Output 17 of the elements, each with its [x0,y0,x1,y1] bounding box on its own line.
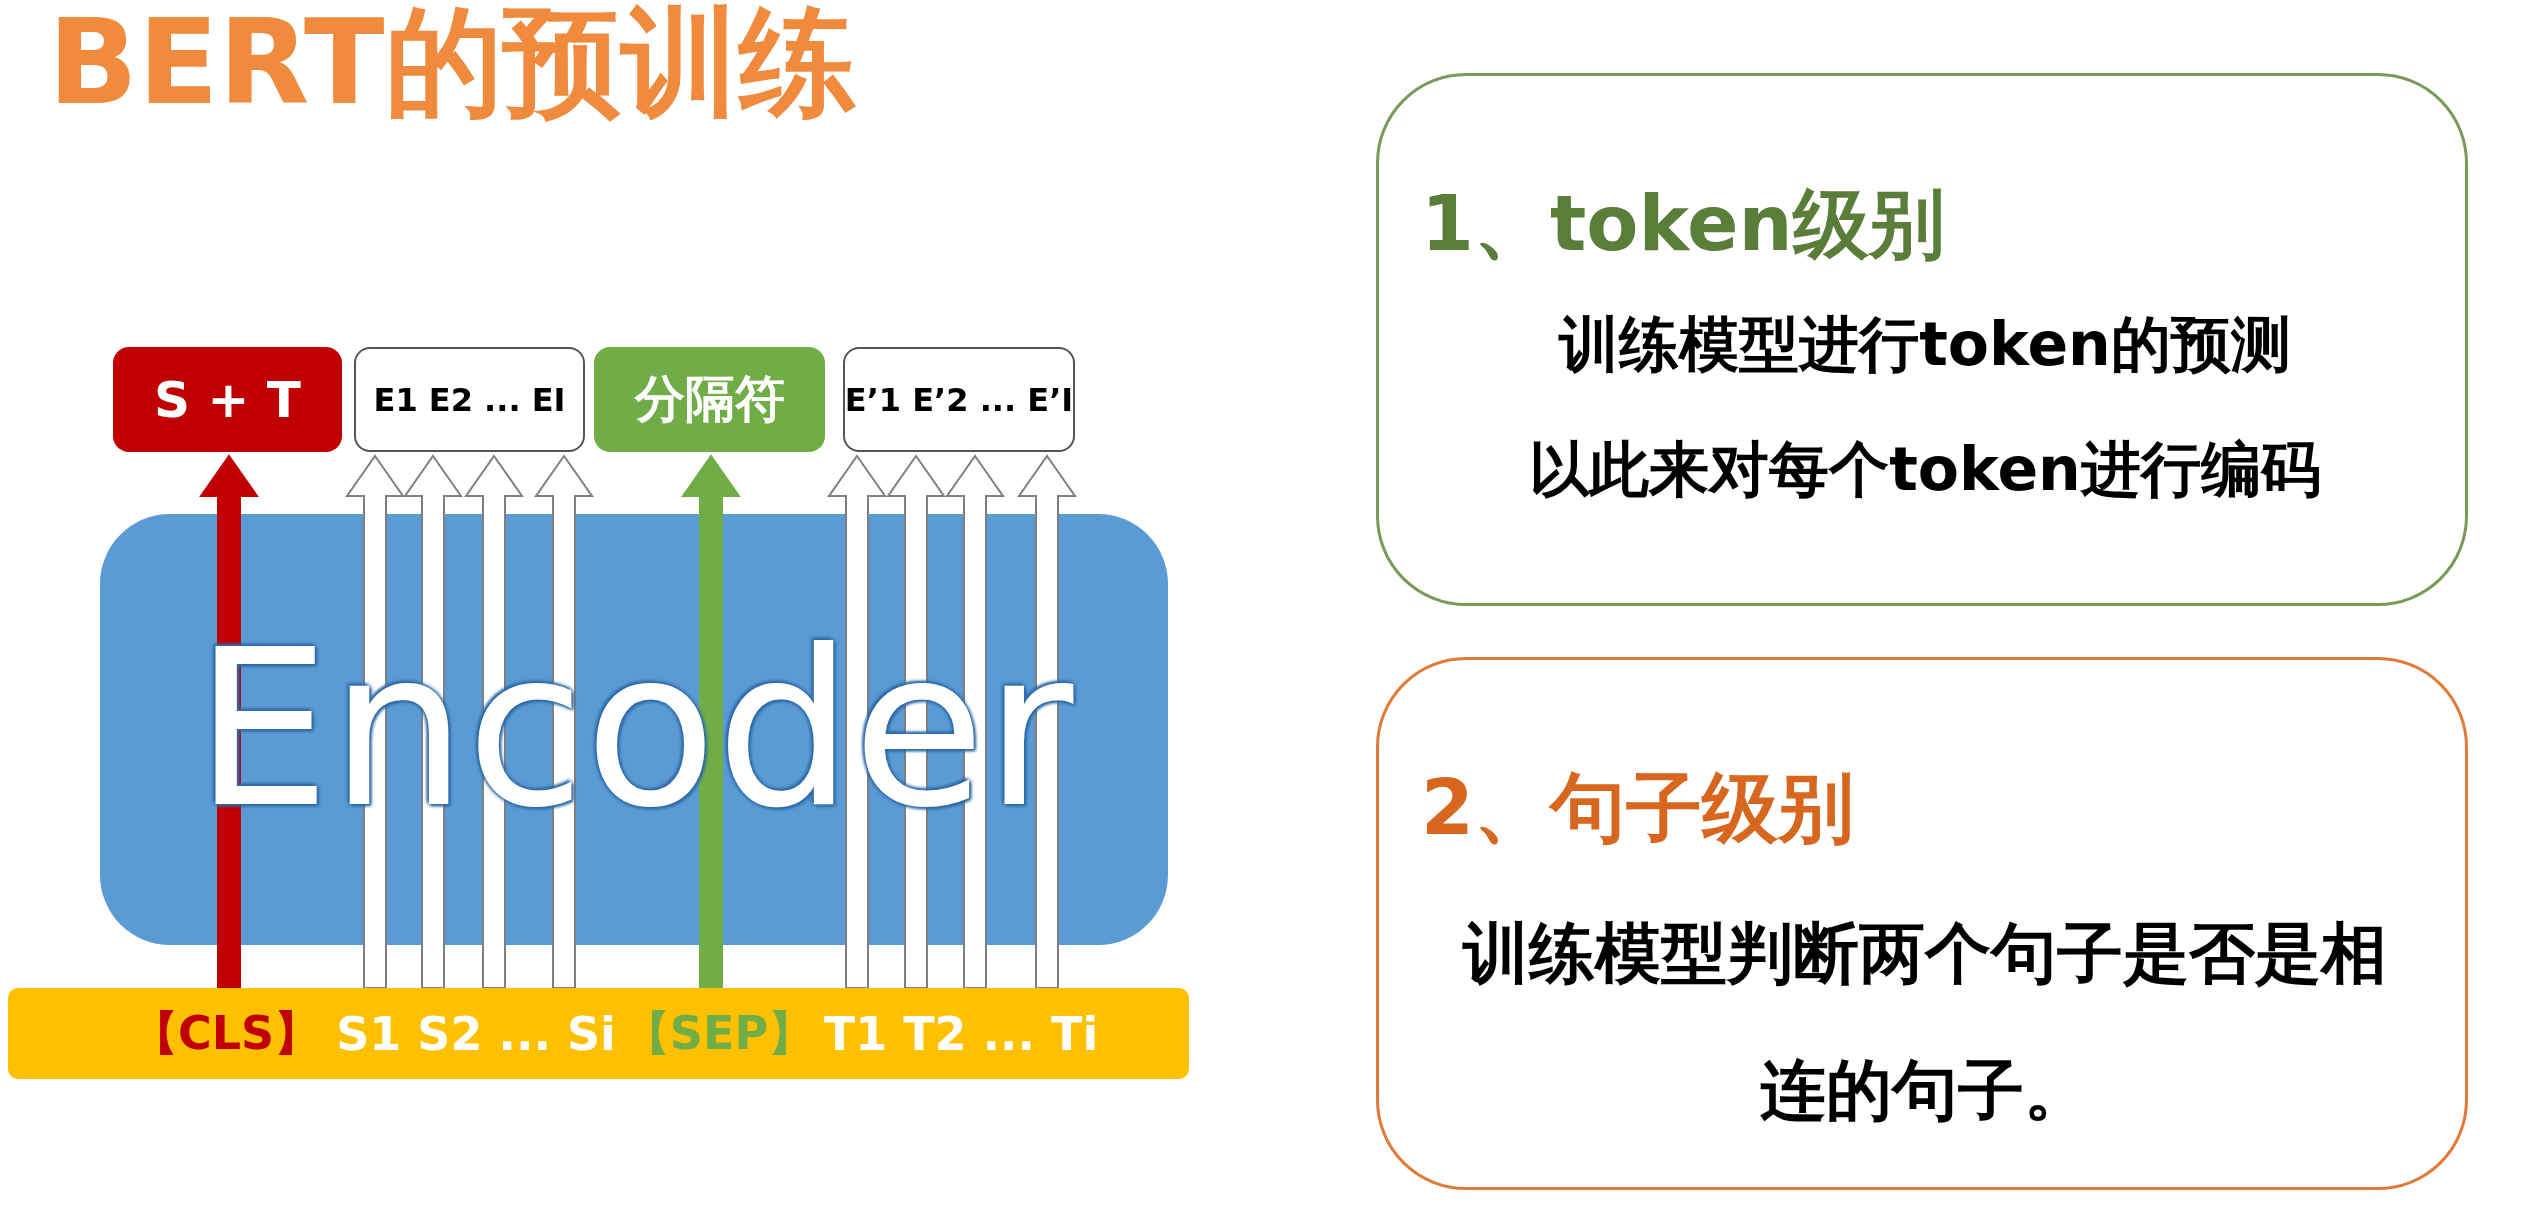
token-label: S1 S2 ... Si [336,1006,616,1061]
info-panel [1376,657,2468,1190]
output-box: E’1 E’2 ... E’I [843,347,1075,452]
input-bar [8,988,1189,1079]
output-box: 分隔符 [594,347,825,452]
info-panel [1376,73,2468,606]
token-label: 【CLS】 [131,1004,321,1062]
panel-heading: 1、token级别 [1421,186,1945,262]
title: BERT的预训练 [48,0,857,133]
token-label: 【SEP】 [623,1004,815,1062]
output-box: S + T [113,347,342,452]
output-box: E1 E2 ... EI [354,347,585,452]
panel-heading: 2、句子级别 [1421,770,1854,846]
body-text: 训练模型判断两个句子是否是相连的句子。 [1461,914,2388,1131]
body-text: 训练模型进行token的预测 [1557,308,2292,381]
body-text: 以此来对每个token进行编码 [1528,433,2322,506]
token-label: T1 T2 ... Ti [823,1006,1099,1061]
